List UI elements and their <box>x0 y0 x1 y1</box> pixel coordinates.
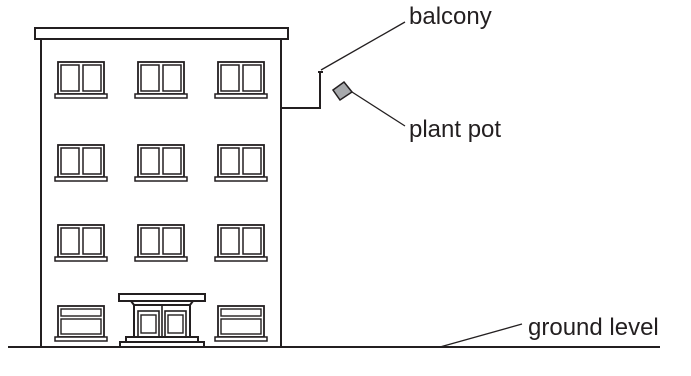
window-sill <box>214 93 268 99</box>
ground-window <box>214 305 268 342</box>
ground-window <box>54 305 108 342</box>
window <box>134 224 188 262</box>
window <box>214 224 268 262</box>
window-sill <box>54 93 108 99</box>
window-sill <box>134 176 188 182</box>
roof-slab <box>34 27 289 40</box>
window-sill <box>134 93 188 99</box>
upper-windows <box>54 61 268 262</box>
window-sill <box>214 336 268 342</box>
entrance-canopy <box>118 293 206 302</box>
plant-pot <box>331 80 354 102</box>
window <box>54 224 108 262</box>
window-sill <box>54 256 108 262</box>
entrance-doors <box>133 304 191 338</box>
window-sill <box>214 256 268 262</box>
balcony-leader-line <box>320 21 406 71</box>
balcony <box>281 72 321 109</box>
door-glass-right <box>167 314 184 334</box>
window <box>214 144 268 182</box>
window <box>214 61 268 99</box>
entrance-step-lower <box>119 341 205 348</box>
plant-pot-label: plant pot <box>409 116 502 143</box>
door-glass-left <box>140 314 157 334</box>
window <box>54 61 108 99</box>
window <box>134 144 188 182</box>
ground-level-leader-line <box>439 323 523 348</box>
window-sill <box>134 256 188 262</box>
window <box>134 61 188 99</box>
ground-level-label: ground level <box>528 314 659 341</box>
window-sill <box>54 336 108 342</box>
window <box>54 144 108 182</box>
ground-floor-windows <box>54 305 268 342</box>
plant-pot-leader-line <box>351 91 406 127</box>
window-sill <box>54 176 108 182</box>
window-sill <box>214 176 268 182</box>
balcony-label: balcony <box>409 3 492 30</box>
